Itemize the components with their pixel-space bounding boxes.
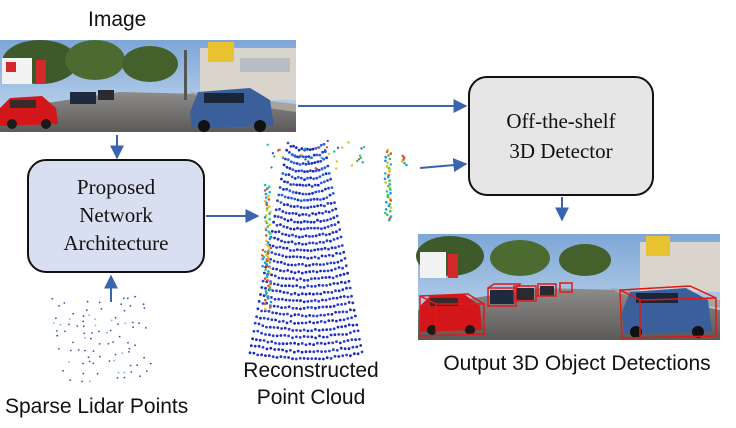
image-label: Image bbox=[88, 8, 146, 31]
proposed-line1: Proposed bbox=[77, 175, 156, 199]
reconstructed-label-line1: Reconstructed bbox=[243, 359, 378, 382]
proposed-line3: Architecture bbox=[64, 231, 169, 255]
detector-box: Off-the-shelf 3D Detector bbox=[468, 76, 654, 196]
output-label: Output 3D Object Detections bbox=[443, 352, 710, 375]
sparse-lidar-points-image bbox=[51, 295, 152, 383]
proposed-network-box: Proposed Network Architecture bbox=[27, 159, 205, 273]
input-camera-image bbox=[0, 40, 296, 132]
detector-line1: Off-the-shelf bbox=[506, 109, 615, 133]
reconstructed-label-line2: Point Cloud bbox=[257, 386, 366, 409]
proposed-line2: Network bbox=[79, 203, 153, 227]
detection-boxes bbox=[419, 282, 717, 339]
sparse-lidar-label: Sparse Lidar Points bbox=[5, 395, 188, 418]
arrow-pointcloud-to-detector bbox=[419, 158, 468, 173]
output-detection-image bbox=[416, 234, 720, 340]
detector-line2: 3D Detector bbox=[509, 139, 612, 163]
reconstructed-point-cloud-image bbox=[248, 139, 408, 361]
